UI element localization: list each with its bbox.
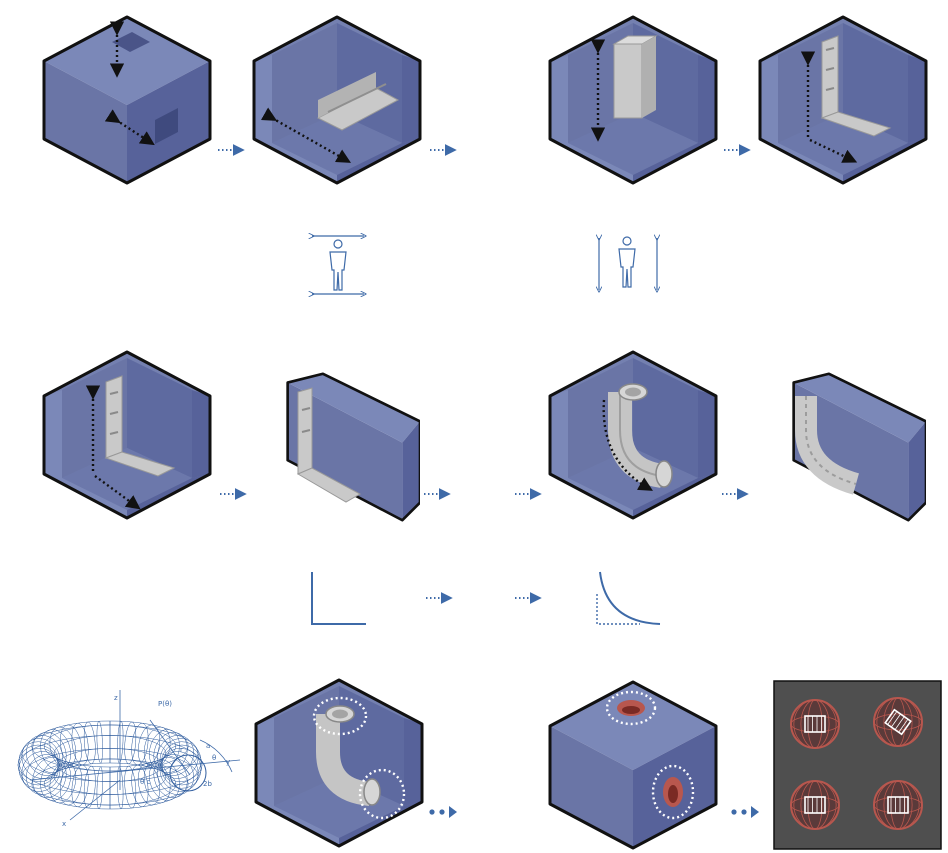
cube-solid-red-openings	[550, 682, 716, 848]
cube-solid-openings	[44, 17, 210, 183]
torus-meridian	[125, 722, 136, 764]
torus-meridian	[84, 722, 95, 764]
cube-cut-vertical-column	[550, 17, 716, 183]
cube-cut-curved-pipe	[550, 352, 716, 518]
render-sphere	[874, 698, 922, 746]
torus-label-theta: θ	[212, 754, 216, 762]
torus-label-b: 2b	[203, 780, 212, 788]
cube-cut-l-part-repeat	[44, 352, 210, 518]
half-cube-l-part	[288, 374, 420, 520]
human-scale-vertical-icon	[599, 237, 657, 290]
torus-label-r: r	[180, 746, 183, 754]
torus-label-x: x	[62, 820, 66, 828]
torus-label-y: y	[226, 758, 230, 766]
torus-label-rc: θ c	[140, 778, 151, 786]
torus-meridian	[132, 723, 149, 765]
torus-meridian	[97, 721, 103, 763]
torus-meridian	[72, 765, 89, 807]
torus-label-p: P(θ)	[158, 700, 172, 708]
half-cube-curved-part	[794, 374, 926, 520]
cube-cut-l-part	[760, 17, 926, 183]
render-sphere	[874, 781, 922, 829]
render-sphere	[791, 700, 839, 748]
torus-meridian	[125, 766, 136, 808]
torus-label-a: a	[206, 742, 210, 750]
torus-meridian	[84, 766, 95, 808]
cube-cut-horizontal-part	[254, 17, 420, 183]
render-sphere	[791, 781, 839, 829]
l-profile-icon	[312, 572, 366, 624]
flow-arrow-11	[731, 806, 759, 818]
human-scale-horizontal-icon	[312, 236, 364, 294]
curve-profile-icon	[597, 572, 660, 624]
render-panel	[774, 681, 941, 849]
torus-wireframe	[18, 721, 206, 809]
torus-label-z: z	[114, 694, 118, 702]
torus-meridian	[72, 723, 89, 765]
flow-arrow-10	[429, 806, 457, 818]
cube-cut-pipe-highlighted	[256, 680, 422, 846]
